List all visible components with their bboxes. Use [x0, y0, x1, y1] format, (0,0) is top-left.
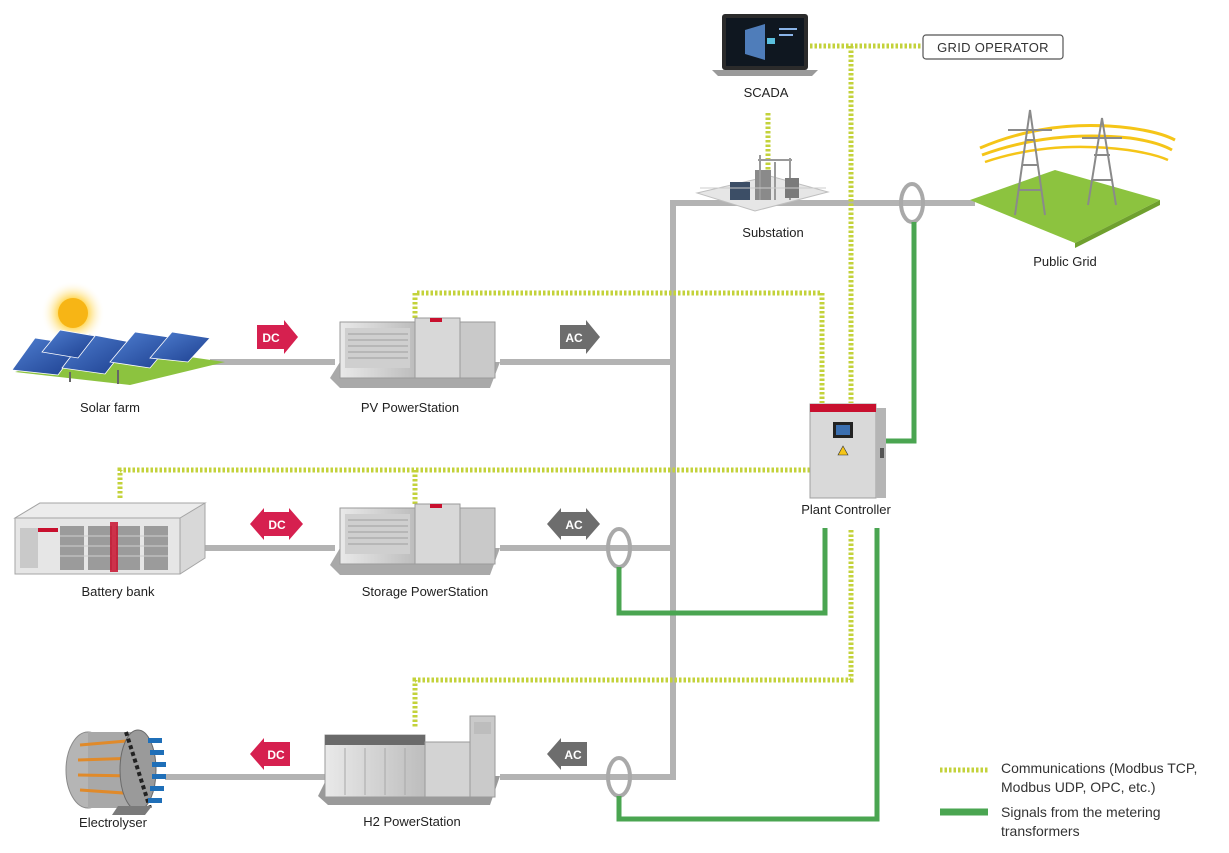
pv-ac-text: AC	[565, 331, 583, 345]
pv-dc-badge: DC	[257, 320, 298, 354]
plant-controller-label: Plant Controller	[801, 502, 891, 517]
communication-lines	[117, 43, 922, 728]
storage-ac-badge: AC	[547, 508, 600, 540]
battery-bank-label: Battery bank	[82, 584, 155, 599]
h2-ac-badge: AC	[547, 738, 587, 770]
h2-dc-badge: DC	[250, 738, 290, 770]
pv-dc-text: DC	[262, 331, 280, 345]
legend: Communications (Modbus TCP, Modbus UDP, …	[940, 760, 1197, 839]
signal-lines	[616, 222, 917, 822]
power-lines	[165, 200, 975, 780]
storage-dc-text: DC	[268, 518, 286, 532]
electrolyser-label: Electrolyser	[79, 815, 148, 830]
legend-signals-line1: Signals from the metering	[1001, 804, 1161, 820]
storage-powerstation-illustration	[330, 503, 500, 575]
electrolyser-illustration	[65, 729, 166, 815]
pv-powerstation-illustration	[330, 317, 500, 388]
h2-ac-text: AC	[564, 748, 582, 762]
h2-powerstation-label: H2 PowerStation	[363, 814, 461, 829]
public-grid-label: Public Grid	[1033, 254, 1097, 269]
storage-powerstation-label: Storage PowerStation	[362, 584, 488, 599]
pv-powerstation-label: PV PowerStation	[361, 400, 459, 415]
h2-powerstation-illustration	[318, 715, 500, 805]
scada-label: SCADA	[744, 85, 789, 100]
legend-communications-line1: Communications (Modbus TCP,	[1001, 760, 1197, 776]
battery-bank-illustration	[13, 502, 207, 575]
grid-operator-label: GRID OPERATOR	[937, 40, 1049, 55]
storage-dc-badge: DC	[250, 508, 303, 540]
storage-ac-text: AC	[565, 518, 583, 532]
legend-communications-line2: Modbus UDP, OPC, etc.)	[1001, 779, 1156, 795]
legend-signals-line2: transformers	[1001, 823, 1080, 839]
solar-farm-illustration	[11, 281, 225, 385]
scada-laptop	[712, 14, 818, 76]
grid-operator-box: GRID OPERATOR	[922, 34, 1064, 60]
public-grid-illustration	[970, 109, 1176, 248]
solar-farm-label: Solar farm	[80, 400, 140, 415]
h2-dc-text: DC	[267, 748, 285, 762]
plant-controller-illustration	[809, 403, 886, 499]
substation-illustration	[695, 155, 830, 212]
pv-ac-badge: AC	[560, 320, 600, 354]
substation-label: Substation	[742, 225, 803, 240]
